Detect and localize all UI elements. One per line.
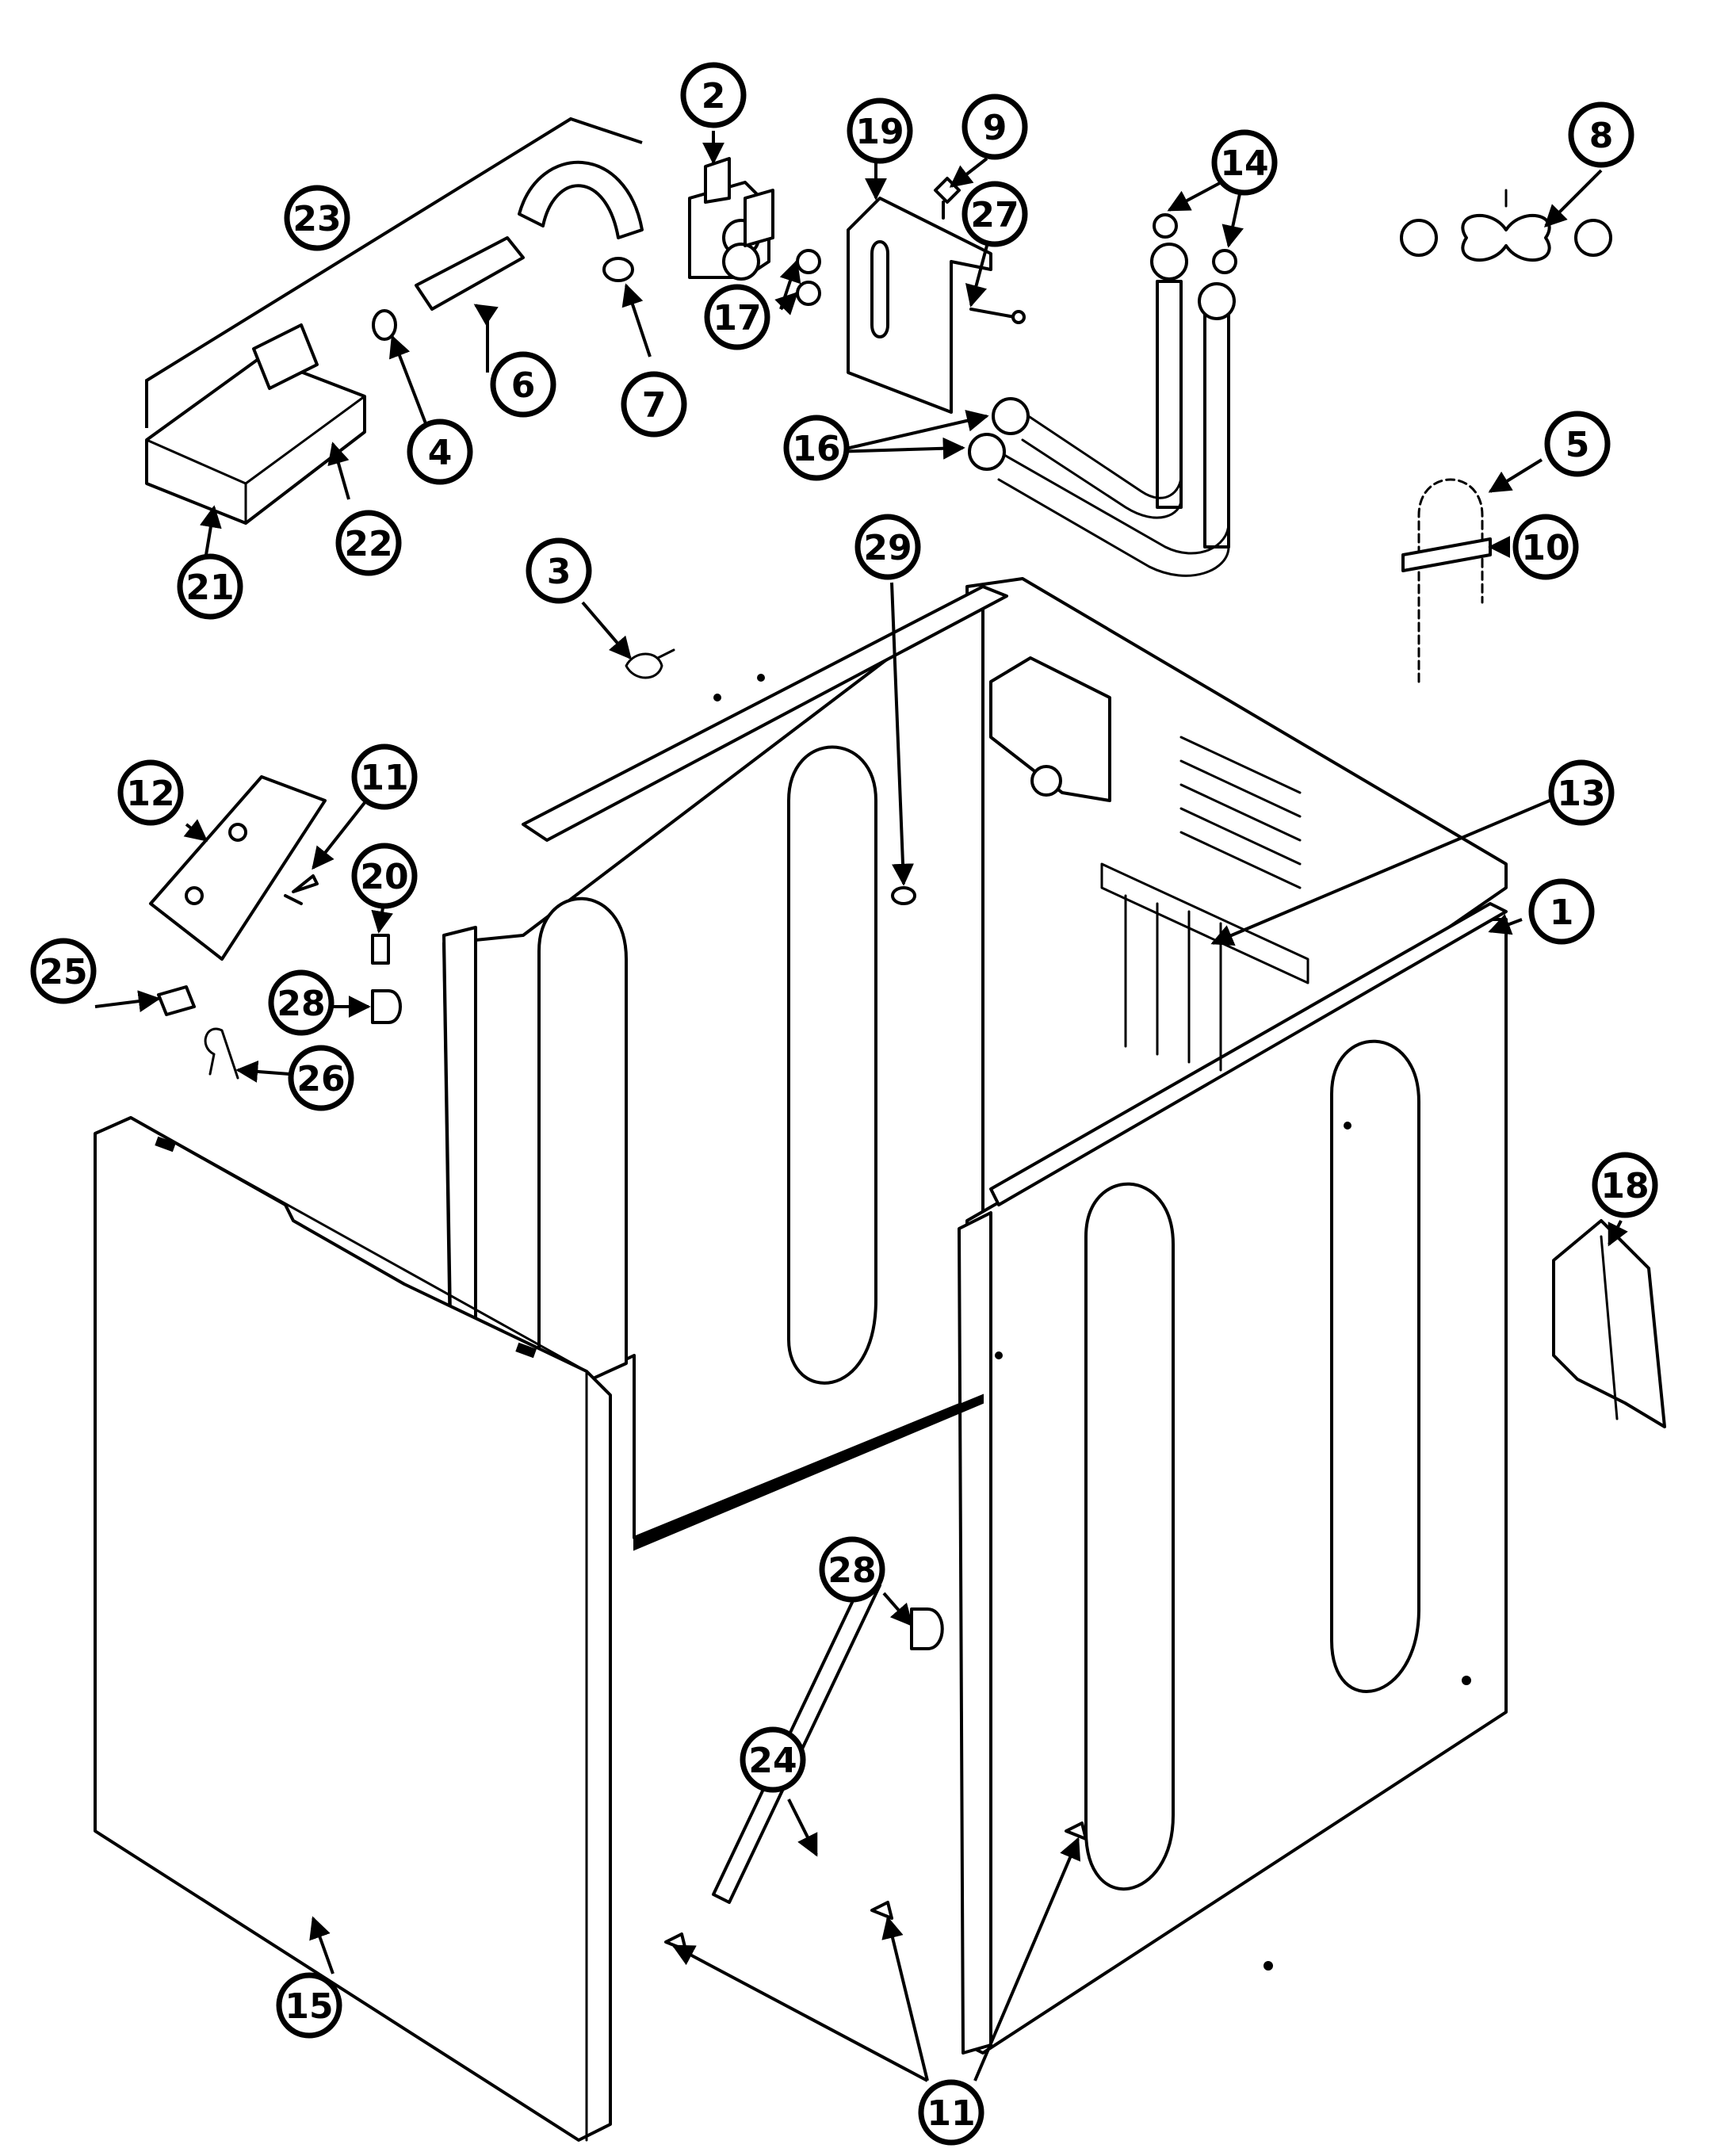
- callout-11-upper: 11: [351, 744, 418, 810]
- callout-15: 15: [276, 1972, 342, 2039]
- svg-text:14: 14: [1220, 143, 1268, 184]
- svg-text:9: 9: [983, 108, 1007, 148]
- drain-hose: [1401, 478, 1492, 683]
- callout-7: 7: [621, 371, 687, 438]
- callout-9: 9: [961, 94, 1028, 160]
- screw-11-c: [1065, 1822, 1088, 1841]
- svg-text:25: 25: [39, 952, 87, 992]
- spring-26: [204, 1027, 239, 1080]
- callout-28-upper: 28: [268, 969, 335, 1036]
- svg-text:26: 26: [296, 1059, 345, 1099]
- svg-text:11: 11: [360, 758, 408, 798]
- svg-text:15: 15: [285, 1986, 333, 2027]
- callout-3: 3: [526, 537, 592, 604]
- clip-25: [157, 985, 196, 1016]
- svg-text:11: 11: [927, 2093, 975, 2134]
- callout-13: 13: [1548, 759, 1615, 826]
- callout-5: 5: [1544, 411, 1611, 477]
- clip-29: [891, 886, 916, 905]
- callout-4: 4: [407, 419, 473, 485]
- svg-text:17: 17: [713, 298, 761, 338]
- callout-21: 21: [177, 553, 243, 620]
- svg-text:24: 24: [748, 1741, 797, 1781]
- assembly-bracket: [145, 117, 643, 428]
- washer-top: [796, 249, 821, 274]
- svg-text:6: 6: [511, 365, 536, 406]
- front-panel: [94, 1116, 612, 2142]
- callout-11-lower: 11: [918, 2079, 984, 2146]
- plug-28-lower: [910, 1607, 944, 1650]
- callout-12: 12: [117, 759, 184, 826]
- svg-text:12: 12: [126, 774, 174, 814]
- svg-text:20: 20: [360, 857, 408, 897]
- svg-text:21: 21: [185, 568, 234, 608]
- plug-28-upper: [371, 989, 402, 1024]
- screw-11-b: [870, 1901, 893, 1920]
- callout-24: 24: [740, 1726, 806, 1793]
- clip-20: [371, 934, 390, 965]
- callout-18: 18: [1592, 1152, 1658, 1218]
- callout-17: 17: [704, 284, 770, 350]
- callout-19: 19: [847, 97, 913, 164]
- callout-22: 22: [335, 510, 402, 576]
- water-valve: [688, 157, 774, 281]
- callout-8: 8: [1568, 101, 1634, 168]
- svg-text:27: 27: [970, 195, 1019, 235]
- callout-23: 23: [284, 185, 350, 251]
- callout-26: 26: [288, 1045, 354, 1111]
- callout-28-lower: 28: [819, 1536, 885, 1603]
- screw-11-upper: [284, 874, 319, 905]
- callout-25: 25: [30, 938, 97, 1004]
- svg-text:10: 10: [1521, 528, 1569, 568]
- callout-1: 1: [1528, 878, 1595, 945]
- hose-clamp: [602, 257, 634, 282]
- svg-text:19: 19: [855, 112, 904, 152]
- washer-bottom: [796, 281, 821, 306]
- callout-14: 14: [1211, 129, 1278, 196]
- hose-guide: [1400, 189, 1612, 262]
- support-bracket: [149, 775, 327, 961]
- leader-lines: [94, 131, 1628, 2082]
- clamp-ring: [372, 309, 397, 341]
- svg-text:1: 1: [1550, 893, 1574, 933]
- svg-text:29: 29: [863, 528, 912, 568]
- svg-text:7: 7: [642, 385, 667, 426]
- svg-text:5: 5: [1566, 425, 1590, 465]
- callout-29: 29: [854, 514, 921, 580]
- cabinet: [442, 577, 1508, 2055]
- svg-text:28: 28: [277, 984, 325, 1024]
- svg-text:4: 4: [428, 433, 453, 473]
- mounting-bracket: [847, 197, 992, 414]
- callout-27: 27: [961, 181, 1028, 247]
- hose-straight: [415, 236, 525, 311]
- callout-6: 6: [490, 351, 556, 418]
- callout-20: 20: [351, 843, 418, 909]
- svg-text:13: 13: [1557, 774, 1605, 814]
- svg-text:2: 2: [702, 76, 726, 117]
- fill-hoses: [968, 213, 1237, 577]
- clip-small: [625, 648, 675, 679]
- svg-text:22: 22: [344, 524, 392, 564]
- svg-text:8: 8: [1589, 116, 1614, 156]
- back-vents: [1100, 736, 1309, 1072]
- hose-curved: [518, 161, 644, 239]
- dispenser: [145, 323, 366, 525]
- svg-text:23: 23: [292, 199, 341, 239]
- screw-27: [969, 308, 1016, 319]
- screw-9: [934, 177, 961, 220]
- svg-text:3: 3: [547, 552, 572, 592]
- callout-10: 10: [1512, 514, 1579, 580]
- callout-16: 16: [783, 415, 850, 481]
- svg-text:28: 28: [828, 1550, 876, 1591]
- svg-text:18: 18: [1600, 1166, 1649, 1206]
- callout-2: 2: [680, 62, 747, 128]
- svg-text:16: 16: [792, 429, 840, 469]
